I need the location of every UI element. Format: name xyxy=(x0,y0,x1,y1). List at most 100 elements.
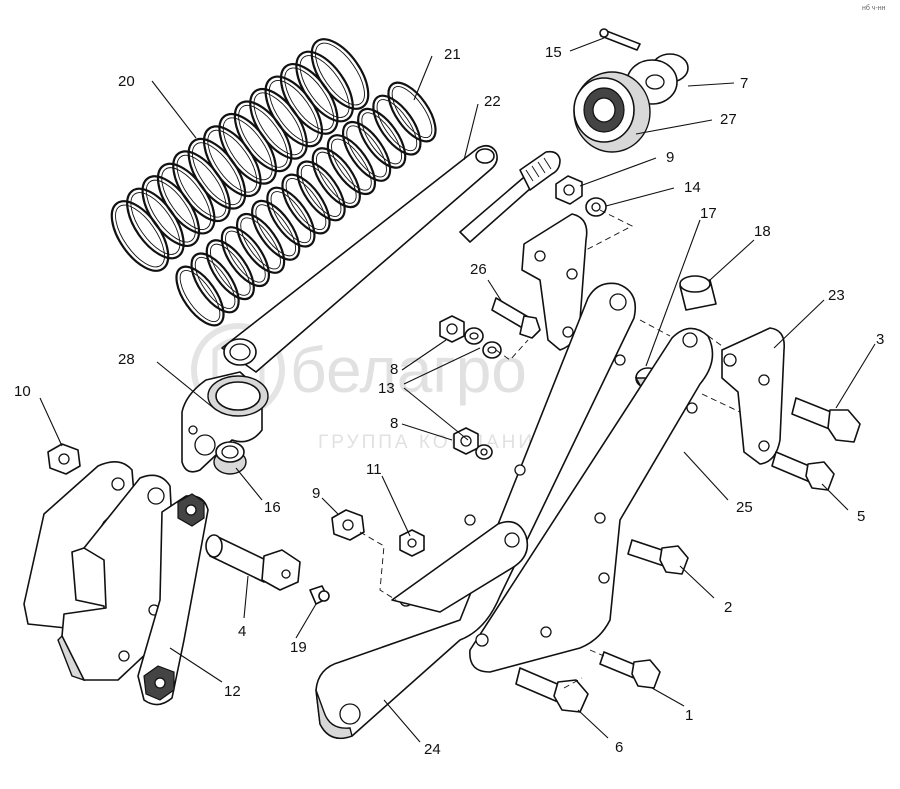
spring21-coil xyxy=(175,265,225,327)
corner-mark: нб ч-нн xyxy=(862,4,886,12)
part-13-washer-upper-b xyxy=(482,341,502,359)
part-27-pulley xyxy=(573,71,651,153)
part-20-large-spring xyxy=(110,38,370,272)
callout-5: 5 xyxy=(857,508,865,525)
spring21-coil-inner xyxy=(376,99,418,152)
part-threaded-rod xyxy=(459,150,561,243)
callout-9-lower: 9 xyxy=(312,485,320,502)
callout-12: 12 xyxy=(224,683,241,700)
spring21-coil xyxy=(251,199,301,261)
callout-15: 15 xyxy=(545,44,562,61)
part-left-bracket xyxy=(23,461,177,682)
spring21-coil-inner xyxy=(179,270,221,322)
spring20-coil xyxy=(310,38,370,110)
callout-28: 28 xyxy=(118,351,135,368)
part-2-bolt xyxy=(627,539,689,575)
callout-8-upper: 8 xyxy=(390,361,398,378)
part-4-pin xyxy=(205,534,301,591)
part-15-cotter-pin xyxy=(599,28,641,51)
spring21-coil xyxy=(357,107,407,169)
callout-10: 10 xyxy=(14,383,31,400)
spring21-coil-inner xyxy=(300,164,342,217)
part-28-pivot-bracket xyxy=(181,371,269,473)
callout-4: 4 xyxy=(238,623,246,640)
callout-17: 17 xyxy=(700,205,717,222)
part-16-bushing xyxy=(213,441,247,475)
spring21-coil-inner xyxy=(391,86,433,138)
part-6-bolt xyxy=(515,667,589,713)
spring20-coil-inner xyxy=(191,142,242,206)
callout-25: 25 xyxy=(736,499,753,516)
part-5-bolt xyxy=(771,451,835,491)
callout-2: 2 xyxy=(724,599,732,616)
part-9-nut-top xyxy=(555,175,583,205)
callout-8-lower: 8 xyxy=(390,415,398,432)
spring20-coil-inner xyxy=(299,55,350,118)
part-9-nut-lower xyxy=(331,509,365,541)
callout-7: 7 xyxy=(740,75,748,92)
spring20-coil-inner xyxy=(145,179,196,243)
spring20-coil-inner xyxy=(115,204,165,268)
spring21-coil xyxy=(296,160,346,222)
spring20-coil-inner xyxy=(207,129,258,193)
callout-14: 14 xyxy=(684,179,701,196)
spring21-coil-inner xyxy=(240,217,281,270)
spring21-coil xyxy=(326,134,376,196)
part-14-washer xyxy=(585,197,607,217)
spring20-coil-inner xyxy=(253,92,304,156)
spring20-coil xyxy=(295,50,354,123)
spring21-coil-inner xyxy=(255,204,296,257)
spring21-coil xyxy=(372,94,422,156)
callout-19: 19 xyxy=(290,639,307,656)
callout-18: 18 xyxy=(754,223,771,240)
spring21-coil xyxy=(266,186,316,248)
callout-22: 22 xyxy=(484,93,501,110)
spring21-coil-inner xyxy=(331,138,372,191)
spring21-coil xyxy=(342,120,392,182)
spring21-coil-inner xyxy=(346,125,387,178)
part-8-nut-lower xyxy=(453,427,479,455)
part-24-main-arm xyxy=(315,282,637,740)
part-1-bolt xyxy=(599,651,661,689)
callout-24: 24 xyxy=(424,741,441,758)
part-8-nut-upper xyxy=(439,315,465,343)
part-25-lever-arm xyxy=(469,327,714,673)
callout-23: 23 xyxy=(828,287,845,304)
callout-13: 13 xyxy=(378,380,395,397)
part-21-small-spring xyxy=(175,81,437,327)
spring21-coil-inner xyxy=(210,243,251,296)
callout-20: 20 xyxy=(118,73,135,90)
spring20-coil-inner xyxy=(176,154,227,218)
spring21-coil-inner xyxy=(194,256,236,309)
callout-9-upper: 9 xyxy=(666,149,674,166)
part-19-grease-nipple xyxy=(309,585,330,605)
callout-leaders xyxy=(39,37,876,743)
part-12-link xyxy=(137,493,209,706)
spring21-coil-inner xyxy=(316,151,357,204)
spring21-coil-inner xyxy=(225,230,266,283)
spring21-coil xyxy=(281,173,331,235)
spring20-coil-inner xyxy=(315,42,365,106)
callout-21: 21 xyxy=(444,46,461,63)
spring21-coil xyxy=(220,226,270,288)
part-11-nut xyxy=(399,529,425,557)
spring20-coil-inner xyxy=(284,67,335,131)
assembly-lines xyxy=(359,209,741,689)
callout-11: 11 xyxy=(366,461,382,478)
part-22-shaft xyxy=(221,144,498,373)
spring21-coil-inner xyxy=(361,112,402,165)
callout-27: 27 xyxy=(720,111,737,128)
spring20-coil-inner xyxy=(238,104,289,168)
callout-labels: 1 2 3 4 5 6 7 8 8 9 9 10 11 12 13 14 15 … xyxy=(14,44,884,758)
spring20-coil-inner xyxy=(222,117,273,181)
part-13-washer-upper-a xyxy=(464,327,484,345)
callout-1: 1 xyxy=(685,707,693,724)
spring21-coil xyxy=(190,252,240,314)
part-18-bushing xyxy=(679,275,717,311)
callout-3: 3 xyxy=(876,331,884,348)
part-3-bolt xyxy=(791,397,861,443)
spring21-coil-inner xyxy=(270,191,312,244)
spring20-coil-inner xyxy=(268,80,319,143)
spring21-coil xyxy=(311,147,361,209)
